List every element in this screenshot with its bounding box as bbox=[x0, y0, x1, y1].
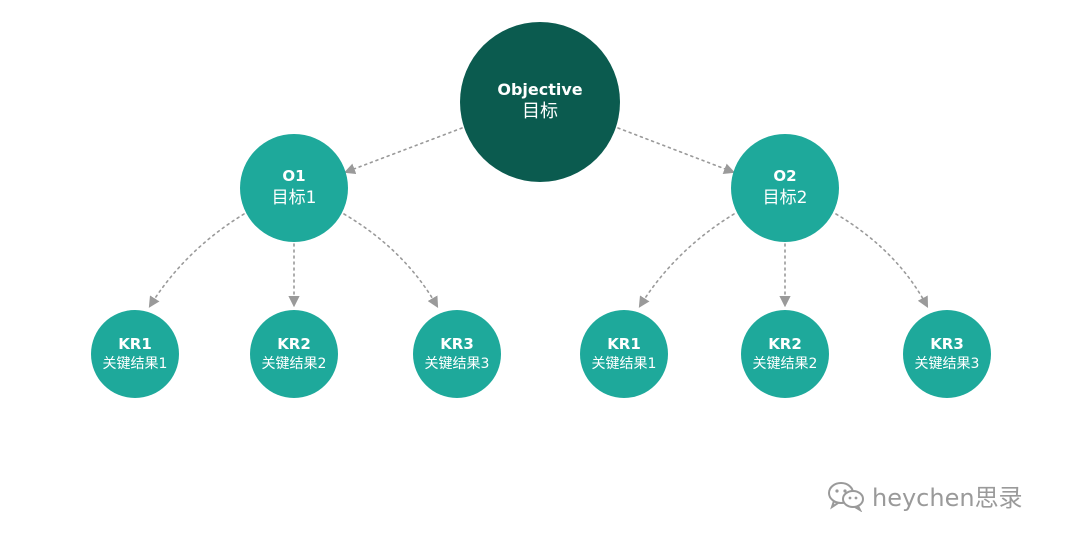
key-result-title: KR2 bbox=[277, 334, 311, 353]
o1-key-result-2-node: KR2 关键结果2 bbox=[250, 310, 338, 398]
watermark: heychen思录 bbox=[826, 478, 1023, 513]
watermark-text: heychen思录 bbox=[872, 484, 1023, 512]
key-result-subtitle: 关键结果2 bbox=[752, 355, 818, 372]
o2-key-result-2-node: KR2 关键结果2 bbox=[741, 310, 829, 398]
connector-o1-kr3 bbox=[343, 213, 439, 308]
connector-root-o2 bbox=[617, 127, 736, 175]
o1-key-result-1-node: KR1 关键结果1 bbox=[91, 310, 179, 398]
objective-1-node: O1 目标1 bbox=[240, 134, 348, 242]
key-result-title: KR1 bbox=[118, 334, 152, 353]
objective-subtitle: 目标 bbox=[522, 101, 558, 122]
key-result-subtitle: 关键结果3 bbox=[914, 355, 980, 372]
key-result-subtitle: 关键结果1 bbox=[102, 355, 168, 372]
o1-key-result-3-node: KR3 关键结果3 bbox=[413, 310, 501, 398]
o2-key-result-3-node: KR3 关键结果3 bbox=[903, 310, 991, 398]
objective-2-node: O2 目标2 bbox=[731, 134, 839, 242]
key-result-subtitle: 关键结果2 bbox=[261, 355, 327, 372]
objective-2-title: O2 bbox=[773, 167, 797, 185]
key-result-subtitle: 关键结果3 bbox=[424, 355, 490, 372]
key-result-title: KR3 bbox=[930, 334, 964, 353]
key-result-title: KR3 bbox=[440, 334, 474, 353]
objective-2-subtitle: 目标2 bbox=[762, 188, 808, 208]
connector-o2-kr3 bbox=[835, 213, 929, 308]
objective-1-title: O1 bbox=[282, 167, 306, 185]
o2-key-result-1-node: KR1 关键结果1 bbox=[580, 310, 668, 398]
key-result-subtitle: 关键结果1 bbox=[591, 355, 657, 372]
objective-title: Objective bbox=[497, 80, 583, 99]
connector-o1-kr1 bbox=[148, 213, 245, 308]
objective-1-subtitle: 目标1 bbox=[271, 188, 317, 208]
key-result-title: KR2 bbox=[768, 334, 802, 353]
key-result-title: KR1 bbox=[607, 334, 641, 353]
wechat-icon bbox=[828, 481, 864, 512]
connector-root-o1 bbox=[343, 127, 463, 175]
objective-node: Objective 目标 bbox=[460, 22, 620, 182]
connector-o2-kr1 bbox=[638, 213, 735, 308]
